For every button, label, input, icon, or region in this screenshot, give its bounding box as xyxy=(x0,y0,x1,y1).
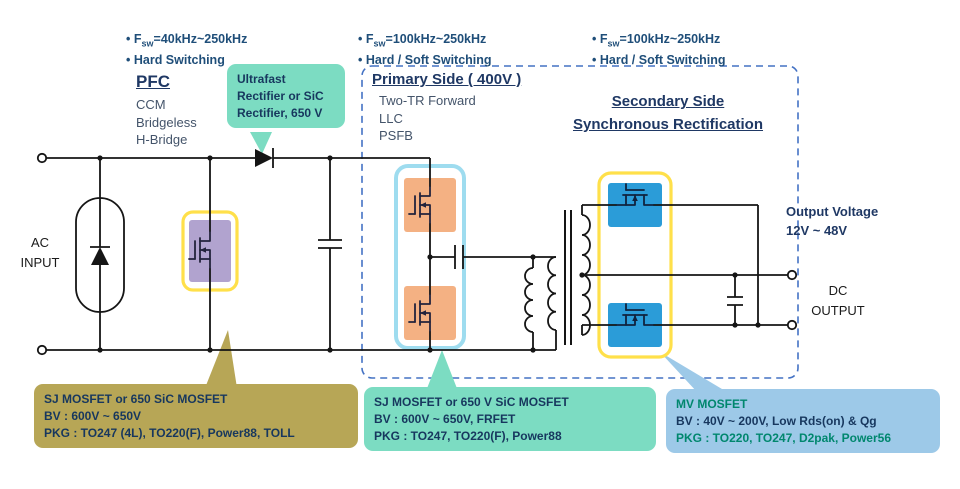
pfc-callout-tail xyxy=(205,330,237,388)
secondary-title: Secondary Side Synchronous Rectification xyxy=(542,90,794,137)
transformer-primary-winding xyxy=(547,256,557,331)
callout-line: BV : 600V ~ 650V, FRFET xyxy=(374,411,516,426)
junction-dots xyxy=(97,155,761,353)
secondary-switching-annotation: • Fsw=100kHz~250kHz • Hard / Soft Switch… xyxy=(592,30,726,69)
callout-line: PKG : TO247 (4L), TO220(F), Power88, TOL… xyxy=(44,425,295,440)
ac-label-line: INPUT xyxy=(20,254,60,270)
dc-output-label: DC OUTPUT xyxy=(806,281,870,320)
ac-label-line: AC xyxy=(30,235,50,250)
dc-output-terminal-top xyxy=(786,269,798,281)
primary-mosfet-callout: SJ MOSFET or 650 V SiC MOSFET BV : 600V … xyxy=(364,387,656,452)
callout-line: SJ MOSFET or 650 V SiC MOSFET xyxy=(374,395,569,409)
dc-label-line: OUTPUT xyxy=(811,302,865,318)
secondary-title-line2: Synchronous Rectification xyxy=(572,116,764,134)
switching-mode-line: • Hard Switching xyxy=(126,52,225,67)
secondary-mosfet-callout: MV MOSFET BV : 40V ~ 200V, Low Rds(on) &… xyxy=(666,389,940,454)
fsw-line: • Fsw=100kHz~250kHz xyxy=(592,32,721,49)
resonant-inductor xyxy=(524,267,534,333)
rectifier-callout: Ultrafast Rectifier or SiC Rectifier, 65… xyxy=(227,64,345,129)
rectifier-callout-text: Ultrafast Rectifier or SiC Rectifier, 65… xyxy=(237,72,324,120)
pfc-mosfet-callout: SJ MOSFET or 650 SiC MOSFET BV : 600V ~ … xyxy=(34,384,358,449)
dc-label-line: DC xyxy=(828,283,848,298)
ac-input-label: AC INPUT xyxy=(14,233,66,272)
list-item: LLC xyxy=(379,110,403,126)
primary-label-block: Primary Side ( 400V ) Two-TR Forward LLC… xyxy=(372,71,521,145)
list-item: Bridgeless xyxy=(136,114,197,130)
secondary-callout-tail xyxy=(660,352,727,392)
fsw-line: • Fsw=100kHz~250kHz xyxy=(358,32,487,49)
pfc-switching-annotation: • Fsw=40kHz~250kHz • Hard Switching xyxy=(126,30,247,69)
callout-line: PKG : TO247, TO220(F), Power88 xyxy=(374,428,562,443)
switching-mode-line: • Hard / Soft Switching xyxy=(592,52,726,67)
list-item: PSFB xyxy=(379,128,413,144)
callout-line: SJ MOSFET or 650 SiC MOSFET xyxy=(44,392,228,406)
dc-output-terminal-bottom xyxy=(786,319,798,331)
boost-diode xyxy=(254,147,274,169)
pfc-topology-list: CCM Bridgeless H-Bridge xyxy=(136,96,197,149)
primary-title: Primary Side ( 400V ) xyxy=(372,71,522,88)
primary-callout-tail xyxy=(426,350,458,391)
list-item: Two-TR Forward xyxy=(379,93,476,108)
callout-line: BV : 40V ~ 200V, Low Rds(on) & Qg xyxy=(676,413,877,428)
switching-mode-line: • Hard / Soft Switching xyxy=(358,52,492,67)
ac-input-terminal-top xyxy=(36,152,48,164)
output-voltage-range: 12V ~ 48V xyxy=(786,222,848,238)
callout-line: BV : 600V ~ 650V xyxy=(44,408,142,423)
callout-line: MV MOSFET xyxy=(676,397,748,411)
fsw-line: • Fsw=40kHz~250kHz xyxy=(126,32,248,49)
ac-input-terminal-bottom xyxy=(36,344,48,356)
output-voltage-line: Output Voltage xyxy=(786,204,879,219)
io-terminals xyxy=(36,152,798,356)
rectifier-callout-tail xyxy=(250,132,272,154)
output-voltage-label: Output Voltage 12V ~ 48V xyxy=(786,203,878,241)
pfc-label-block: PFC CCM Bridgeless H-Bridge xyxy=(136,72,197,149)
list-item: H-Bridge xyxy=(136,132,188,148)
pfc-title: PFC xyxy=(136,72,170,91)
callout-line: PKG : TO220, TO247, D2pak, Power56 xyxy=(676,430,891,445)
primary-topology-list: Two-TR Forward LLC PSFB xyxy=(379,92,521,145)
list-item: CCM xyxy=(136,97,166,112)
secondary-title-line1: Secondary Side xyxy=(611,93,725,110)
primary-switching-annotation: • Fsw=100kHz~250kHz • Hard / Soft Switch… xyxy=(358,30,492,69)
primary-secondary-dashed-region xyxy=(361,65,799,379)
